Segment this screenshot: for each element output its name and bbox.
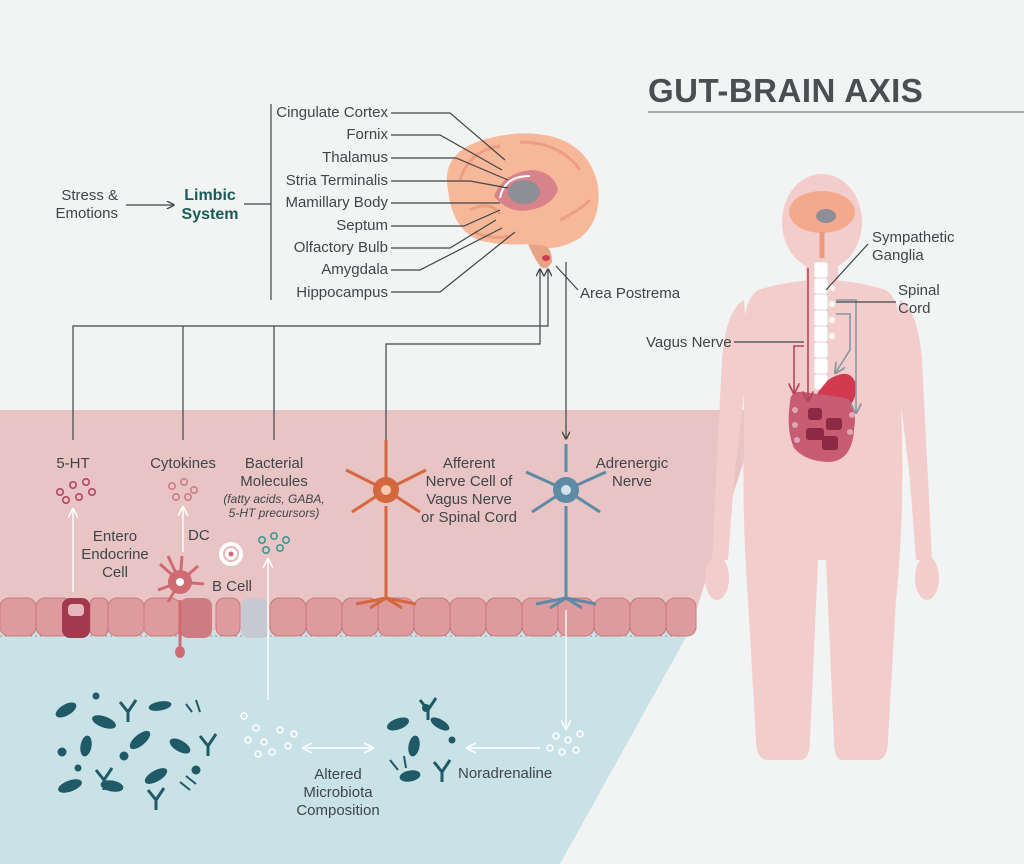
afferent-neuron — [345, 440, 427, 610]
afferent-line-2: Nerve Cell of — [425, 473, 513, 490]
intestines — [788, 391, 855, 462]
limbic-label-line-1: Limbic — [184, 187, 236, 204]
altered-microbiota-label: Altered Microbiota Composition — [290, 766, 386, 820]
noradrenaline-label: Noradrenaline — [458, 765, 553, 782]
spinal-line-1: Spinal — [898, 282, 940, 299]
sympathetic-line-1: Sympathetic — [872, 229, 955, 246]
sympathetic-line-2: Ganglia — [872, 247, 924, 264]
dc-epithelium — [180, 598, 212, 638]
brain-part-fornix: Fornix — [346, 126, 388, 143]
spinal-line-2: Cord — [898, 300, 931, 317]
b-cell-label: B Cell — [212, 578, 253, 595]
limbic-label-line-2: System — [181, 206, 239, 223]
brain-part-cingulate-cortex: Cingulate Cortex — [276, 104, 388, 121]
entero-line-3: Cell — [102, 564, 128, 581]
brain-part-amygdala: Amygdala — [321, 261, 388, 278]
brain-part-hippocampus: Hippocampus — [296, 284, 388, 301]
lumen-layer — [0, 630, 690, 864]
mucosa-layer — [0, 410, 760, 630]
page-title: GUT-BRAIN AXIS — [648, 72, 924, 109]
microbiota-cluster-right — [387, 697, 456, 782]
brain-part-mamillary-body: Mamillary Body — [285, 194, 388, 211]
cytokines-label: Cytokines — [150, 455, 216, 472]
five-ht-label: 5-HT — [56, 455, 90, 472]
afferent-line-4: or Spinal Cord — [421, 509, 517, 526]
afferent-nerve-label: Afferent Nerve Cell of Vagus Nerve or Sp… — [412, 455, 526, 527]
bacterial-molecules-label: Bacterial Molecules — [234, 455, 314, 491]
stress-label-line-1: Stress & — [61, 187, 118, 204]
dc-label: DC — [188, 527, 210, 544]
stress-emotions-label: Stress & Emotions — [40, 187, 118, 223]
stress-label-line-2: Emotions — [55, 205, 118, 222]
entero-line-1: Entero — [92, 528, 138, 545]
adrenergic-line-2: Nerve — [611, 473, 652, 490]
brain — [446, 133, 599, 269]
afferent-line-3: Vagus Nerve — [426, 491, 512, 508]
entero-line-2: Endocrine — [81, 546, 149, 563]
limbic-system-label: Limbic System — [174, 186, 246, 224]
bacterial-note-line-1: (fatty acids, GABA, — [223, 492, 325, 506]
dendritic-cell — [157, 555, 205, 650]
adrenergic-line-1: Adrenergic — [595, 455, 669, 472]
area-postrema-label: Area Postrema — [580, 285, 681, 302]
altered-line-2: Microbiota — [303, 784, 373, 801]
spinal-cord — [813, 261, 829, 391]
altered-line-1: Altered — [314, 766, 362, 783]
microbiota-cluster-left — [55, 692, 218, 810]
enteroendocrine-cell-label: Entero Endocrine Cell — [80, 528, 150, 582]
vagus-nerve-label: Vagus Nerve — [646, 334, 732, 351]
brain-part-septum: Septum — [336, 217, 388, 234]
spinal-cord-label: Spinal Cord — [898, 282, 940, 318]
brain-part-olfactory-bulb: Olfactory Bulb — [293, 239, 388, 256]
sympathetic-ganglia-label: Sympathetic Ganglia — [872, 229, 955, 265]
b-cell-epithelium — [241, 598, 269, 638]
bacterial-line-2: Molecules — [240, 473, 308, 490]
bacterial-line-1: Bacterial — [244, 455, 304, 472]
altered-line-3: Composition — [296, 802, 380, 819]
adrenergic-nerve-label: Adrenergic Nerve — [586, 455, 678, 491]
brain-part-thalamus: Thalamus — [322, 149, 388, 166]
brain-part-stria-terminalis: Stria Terminalis — [285, 172, 388, 189]
adrenergic-neuron — [525, 444, 607, 610]
afferent-line-1: Afferent — [442, 455, 496, 472]
epithelium — [0, 597, 697, 637]
bacterial-molecules-note: (fatty acids, GABA, 5-HT precursors) — [216, 492, 332, 520]
bacterial-note-line-2: 5-HT precursors) — [228, 506, 320, 520]
